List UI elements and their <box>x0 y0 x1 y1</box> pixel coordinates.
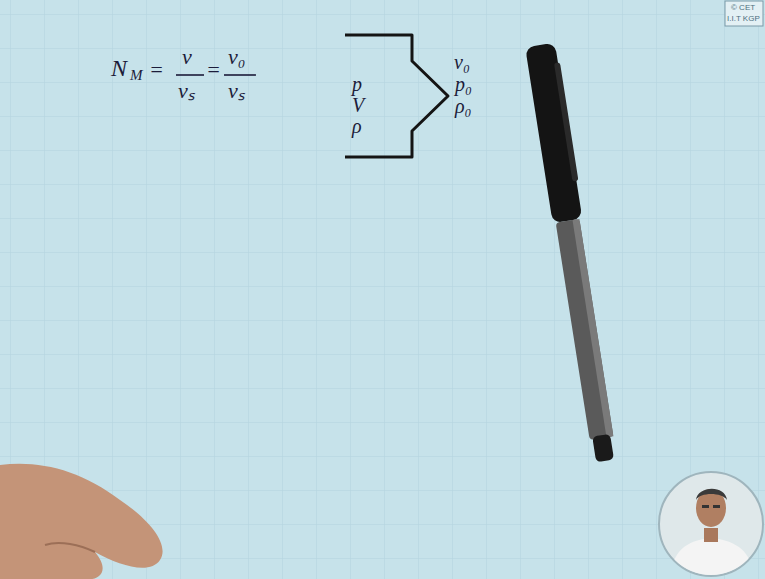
denominator: vₛ <box>178 80 195 102</box>
watermark: © CET <box>731 4 755 12</box>
equals-sign: = <box>149 59 164 81</box>
pen <box>525 42 622 463</box>
exit-symbol: v₀ <box>454 52 470 72</box>
numerator: v₀ <box>228 46 245 68</box>
watermark: I.I.T KGP <box>727 15 760 23</box>
equals-sign: = <box>206 59 221 81</box>
fraction-bar <box>224 74 256 76</box>
hand <box>0 464 163 579</box>
watermark-box <box>725 1 763 26</box>
fraction-bar <box>176 74 204 76</box>
nozzle-properties: p V ρ <box>352 74 366 137</box>
numerator: v <box>182 46 192 68</box>
denominator: vₛ <box>228 80 245 102</box>
subscript: M <box>130 68 143 83</box>
exit-symbol: ρ₀ <box>455 96 472 116</box>
nozzle-outline: p V ρ <box>340 30 452 162</box>
presenter-inset <box>659 472 763 579</box>
exit-symbol: p₀ <box>455 74 472 94</box>
symbol: N <box>111 56 127 80</box>
hand <box>45 543 95 552</box>
nozzle-outline-path <box>345 35 448 157</box>
